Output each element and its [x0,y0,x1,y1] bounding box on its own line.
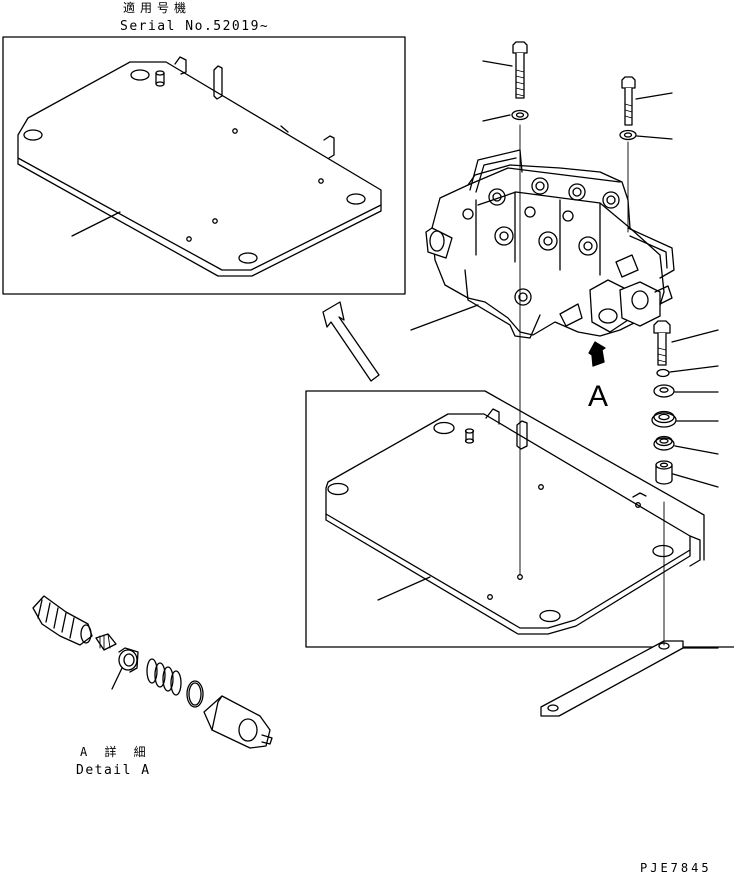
detail-a-jp-label: A 詳 細 [80,745,151,759]
inset-applicable-note: 適用号機 [123,1,192,15]
view-arrow-outline [322,301,380,382]
bolt-right [621,76,673,126]
view-a-arrow [588,341,606,367]
spacer-collar [655,460,719,488]
inset-frame [2,36,406,295]
control-valve-assembly [410,149,675,339]
detail-a-en-label: Detail A [76,763,151,778]
inset-serial-note: Serial No.52019~ [120,19,270,34]
rubber-mount-upper [651,410,719,428]
washer-right [619,129,673,141]
bolt-lower-right [653,320,719,366]
flat-washer [653,384,719,398]
detail-a-parts [32,595,273,749]
bolt-left [482,41,528,99]
drawing-code: PJE7845 [640,861,712,875]
rubber-mount-lower [653,435,719,455]
washer-left [482,109,529,122]
inset-mounting-plate [17,56,382,277]
main-mounting-plate [325,408,701,635]
bottom-strap [540,640,719,717]
lock-washer-small [656,365,719,378]
main-frame [305,390,734,648]
view-a-label: A [588,380,609,413]
